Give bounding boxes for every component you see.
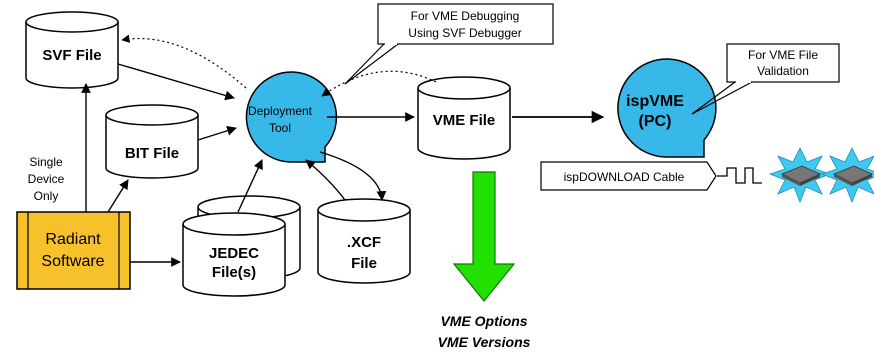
- debug-callout: For VME Debugging Using SVF Debugger: [344, 3, 554, 85]
- bit-file-node: BIT File: [105, 104, 199, 179]
- jedec-label-line2: File(s): [212, 264, 256, 281]
- single-note-line3: Only: [34, 189, 59, 203]
- xcf-label-line2: File: [351, 255, 377, 272]
- vme-file-node: VME File: [417, 76, 511, 160]
- arrow-radiant-to-bit: [107, 179, 129, 213]
- deployment-tool-node: Deployment Tool: [245, 71, 338, 163]
- ispvme-label-line1: ispVME: [626, 93, 684, 110]
- flow-arrows: [81, 63, 605, 267]
- svf-file-node: SVF File: [25, 11, 119, 89]
- deployment-label-line2: Tool: [269, 121, 291, 135]
- chip-icon: [768, 147, 832, 204]
- radiant-label-line2: Software: [41, 253, 104, 270]
- radiant-label-line1: Radiant: [45, 231, 101, 248]
- validation-callout: For VME File Validation: [691, 43, 840, 115]
- download-cable-node: ispDOWNLOAD Cable: [540, 161, 762, 191]
- svf-label: SVF File: [42, 47, 101, 64]
- single-note-line2: Device: [28, 172, 65, 186]
- pulse-signal-icon: [717, 167, 762, 184]
- ispvme-shape: [617, 58, 717, 158]
- single-note-line1: Single: [29, 155, 63, 169]
- svf-cylinder: [25, 22, 119, 89]
- validation-note-line2: Validation: [757, 64, 809, 78]
- arrow-xcf-to-deploy: [305, 159, 346, 201]
- xcf-file-node: .XCF File: [317, 198, 411, 284]
- xcf-label-line1: .XCF: [347, 234, 381, 251]
- vme-versions-label: VME Versions: [438, 334, 531, 350]
- cable-label: ispDOWNLOAD Cable: [564, 170, 685, 184]
- radiant-software-box: Radiant Software: [16, 211, 131, 290]
- bit-label: BIT File: [125, 145, 179, 162]
- ispvme-label-line2: (PC): [639, 113, 672, 130]
- arrow-bit-to-deploy: [197, 125, 237, 141]
- dotted-arrow-vme-to-deploy: [321, 70, 437, 97]
- vme-options-label: VME Options: [440, 313, 527, 329]
- debug-note-line1: For VME Debugging: [411, 9, 520, 23]
- deployment-label-line1: Deployment: [248, 104, 313, 118]
- ispvme-node: ispVME (PC): [617, 58, 717, 158]
- jedec-label-line1: JEDEC: [209, 245, 259, 262]
- debug-feedback-arrows: [121, 34, 437, 97]
- jedec-file-node: JEDEC File(s): [182, 195, 301, 297]
- green-output-arrow: [452, 171, 516, 302]
- vme-label: VME File: [433, 112, 496, 129]
- arrow-deploy-to-xcf: [319, 151, 387, 201]
- arrow-jedec-to-deploy: [237, 159, 263, 213]
- debug-note-line2: Using SVF Debugger: [408, 26, 521, 40]
- dotted-arrow-to-svf: [121, 34, 247, 89]
- validation-note-line1: For VME File: [748, 48, 818, 62]
- chip-icon: [820, 147, 874, 204]
- bit-cylinder: [105, 115, 199, 179]
- single-device-note: Single Device Only: [28, 155, 65, 203]
- arrow-svf-to-deploy: [117, 63, 235, 101]
- deployment-tool-shape: [245, 71, 338, 163]
